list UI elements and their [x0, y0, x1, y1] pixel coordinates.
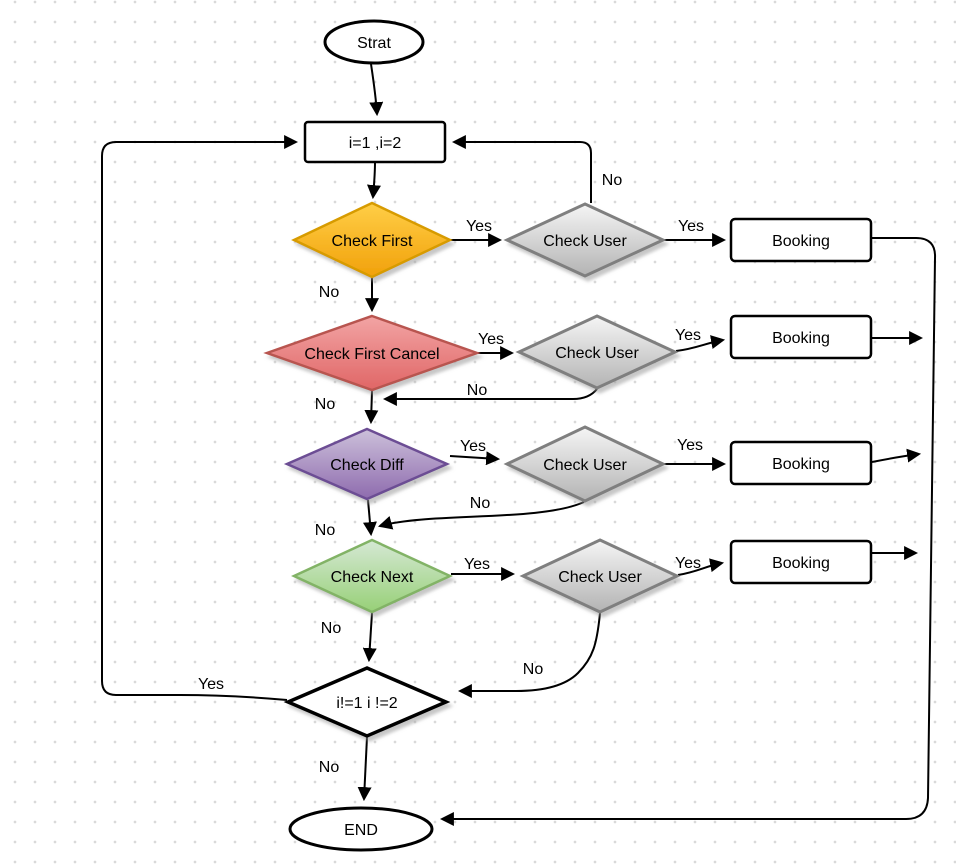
- check-user-3-diamond-shape: [503, 425, 667, 503]
- check-next-node-label: Check Next: [331, 569, 414, 586]
- check-first-cancel-diamond-shape: [263, 314, 481, 392]
- check-next-diamond-shape: [291, 538, 453, 614]
- edge-label-loop-check-yes: Yes: [198, 676, 224, 693]
- booking-4-node: Booking: [729, 539, 873, 585]
- booking-4-node-label: Booking: [772, 555, 830, 572]
- init-process-shape: [303, 120, 447, 164]
- edges-layer: [101, 63, 937, 826]
- check-user-3-node: Check User: [503, 425, 667, 503]
- edge-label-check-user-4-yes: Yes: [675, 555, 701, 572]
- booking-1-node: Booking: [729, 217, 873, 263]
- check-diff-diamond-shape: [283, 427, 451, 501]
- edge-check-user-4-no: [457, 612, 601, 698]
- edge-booking-1-to-end: [439, 237, 937, 826]
- booking-2-process-shape: [729, 314, 873, 360]
- edge-label-loop-check-no: No: [319, 759, 340, 776]
- edge-labels-layer: Yes Yes No No Yes Yes No No Yes Yes No N…: [198, 172, 704, 776]
- check-first-cancel-node: Check First Cancel: [263, 314, 481, 392]
- loop-check-node-label: i!=1 i !=2: [336, 695, 397, 712]
- booking-3-node-label: Booking: [772, 456, 830, 473]
- edge-label-check-next-yes: Yes: [464, 556, 490, 573]
- booking-1-node-label: Booking: [772, 233, 830, 250]
- check-first-cancel-node-label: Check First Cancel: [304, 346, 439, 363]
- edge-label-check-user-1-yes: Yes: [678, 218, 704, 235]
- end-node: END: [288, 806, 434, 852]
- edge-label-check-user-3-no: No: [470, 495, 491, 512]
- check-user-2-node-label: Check User: [555, 345, 639, 362]
- edge-loop-check-no: [357, 736, 372, 802]
- edge-check-diff-yes: [449, 451, 501, 466]
- check-user-4-node-label: Check User: [558, 569, 642, 586]
- check-user-1-diamond-shape: [503, 202, 667, 278]
- edge-check-user-1-no: [451, 135, 592, 203]
- edge-label-check-first-yes: Yes: [466, 218, 492, 235]
- end-terminator-shape: [288, 806, 434, 852]
- check-diff-node-label: Check Diff: [330, 457, 404, 474]
- edge-start-to-init: [369, 63, 384, 117]
- edge-label-check-next-no: No: [321, 620, 342, 637]
- check-user-4-node: Check User: [519, 538, 681, 614]
- end-node-label: END: [344, 822, 378, 839]
- edge-check-first-cancel-no: [364, 390, 379, 425]
- init-node-label: i=1 ,i=2: [349, 135, 402, 152]
- start-terminator-shape: [323, 19, 425, 65]
- check-user-1-node-label: Check User: [543, 233, 627, 250]
- loop-check-diamond-shape: [283, 666, 451, 738]
- edge-check-user-4-yes: [677, 558, 725, 576]
- start-node-label: Strat: [357, 35, 391, 52]
- check-first-node-label: Check First: [332, 233, 413, 250]
- edge-check-diff-no: [362, 499, 377, 537]
- booking-4-process-shape: [729, 539, 873, 585]
- check-user-4-diamond-shape: [519, 538, 681, 614]
- check-user-1-node: Check User: [503, 202, 667, 278]
- edge-init-to-check-first: [367, 161, 381, 200]
- edge-loop-check-yes: [101, 135, 299, 701]
- edge-label-check-first-cancel-no: No: [315, 396, 336, 413]
- check-user-3-node-label: Check User: [543, 457, 627, 474]
- edge-label-check-first-no: No: [319, 284, 340, 301]
- check-user-2-node: Check User: [515, 314, 679, 390]
- init-node: i=1 ,i=2: [303, 120, 447, 164]
- check-user-2-diamond-shape: [515, 314, 679, 390]
- edge-check-user-2-yes: [675, 335, 726, 352]
- edge-check-next-no: [362, 612, 377, 663]
- booking-3-process-shape: [729, 440, 873, 486]
- check-first-node: Check First: [291, 201, 453, 279]
- check-diff-node: Check Diff: [283, 427, 451, 501]
- edge-label-check-user-3-yes: Yes: [677, 437, 703, 454]
- edge-label-check-user-1-no: No: [602, 172, 623, 189]
- loop-check-node: i!=1 i !=2: [283, 666, 451, 738]
- edge-label-check-user-2-no: No: [467, 382, 488, 399]
- edge-check-user-2-no: [382, 388, 598, 406]
- booking-3-node: Booking: [729, 440, 873, 486]
- edge-booking-3-to-end: [871, 448, 922, 463]
- edge-label-check-diff-yes: Yes: [460, 438, 486, 455]
- booking-1-process-shape: [729, 217, 873, 263]
- edge-label-check-user-4-no: No: [523, 661, 544, 678]
- edge-label-check-user-2-yes: Yes: [675, 327, 701, 344]
- nodes-layer: Strat i=1 ,i=2 Check First Check User Bo…: [263, 19, 873, 852]
- edge-label-check-diff-no: No: [315, 522, 336, 539]
- booking-2-node-label: Booking: [772, 330, 830, 347]
- edge-check-user-3-no: [377, 501, 585, 530]
- edge-label-check-first-cancel-yes: Yes: [478, 331, 504, 348]
- start-node: Strat: [323, 19, 425, 65]
- check-first-diamond-shape: [291, 201, 453, 279]
- booking-2-node: Booking: [729, 314, 873, 360]
- check-next-node: Check Next: [291, 538, 453, 614]
